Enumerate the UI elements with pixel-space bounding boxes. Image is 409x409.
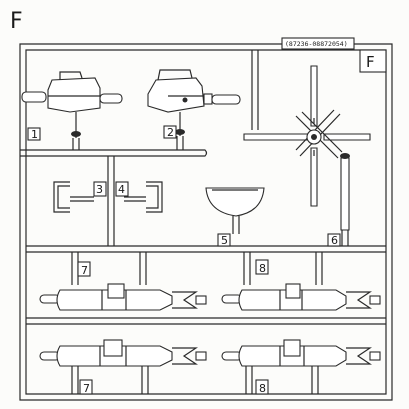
runner-vertical-left	[107, 156, 115, 246]
frame-letter-box	[359, 49, 387, 73]
label-box-7-top	[77, 261, 91, 277]
label-8-bottom: 8	[259, 382, 266, 395]
label-6: 6	[331, 234, 338, 247]
label-box-8-top	[255, 259, 269, 275]
label-box-4	[115, 181, 129, 197]
label-4: 4	[118, 183, 125, 196]
label-8-top: 8	[259, 262, 266, 275]
part-4	[124, 181, 163, 213]
part-3	[53, 181, 94, 213]
frame-letter: F	[366, 53, 375, 71]
label-box-8-bottom	[255, 379, 269, 395]
part-2	[147, 69, 241, 150]
label-box-7-bottom	[79, 379, 93, 395]
label-box-6	[327, 233, 341, 247]
part-7-torpedo-bottom	[39, 339, 207, 394]
runner-lower	[26, 317, 386, 325]
label-5: 5	[221, 234, 228, 247]
label-3: 3	[96, 183, 103, 196]
part-code-box	[281, 37, 355, 50]
sprue-frame	[19, 43, 393, 401]
sprue-letter: F	[10, 9, 23, 34]
label-1: 1	[31, 128, 38, 141]
runner-middle	[26, 245, 386, 253]
part-8-torpedo-top	[221, 252, 381, 311]
part-5	[205, 187, 265, 234]
part-7-torpedo-top	[39, 252, 207, 311]
part-1	[21, 71, 123, 150]
runner-upper	[20, 149, 208, 157]
label-box-2	[163, 125, 177, 139]
label-2: 2	[167, 126, 174, 139]
part-code: (87236-08872054)	[285, 40, 348, 48]
label-box-5	[217, 233, 231, 247]
label-box-1	[27, 127, 41, 141]
part-8-torpedo-bottom	[221, 339, 381, 394]
part-6-rotor	[243, 65, 371, 231]
label-7-bottom: 7	[83, 382, 90, 395]
label-7-top: 7	[81, 264, 88, 277]
runner-vertical-right	[251, 50, 259, 130]
label-box-3	[93, 181, 107, 197]
